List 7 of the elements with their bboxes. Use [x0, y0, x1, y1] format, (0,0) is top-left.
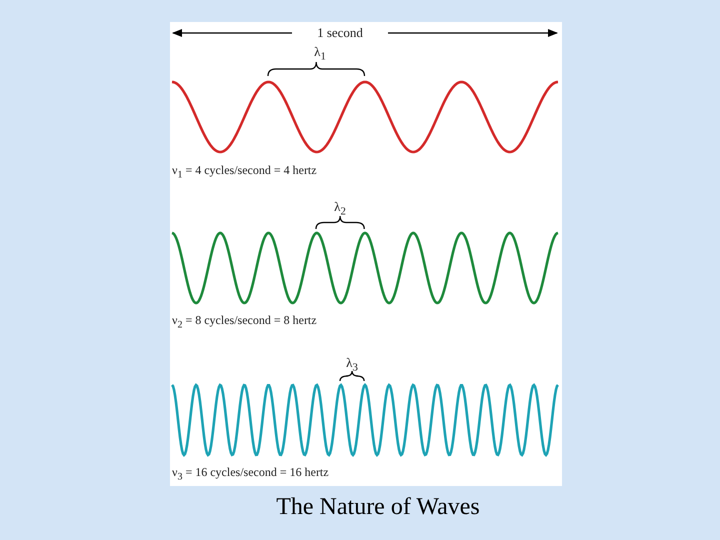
frequency-label: ν$_{3}$ = 16 cycles/second = 16 hertz [172, 466, 329, 482]
wavelength-label: λ$_{2}$ [334, 200, 346, 218]
frequency-label: ν$_{2}$ = 8 cycles/second = 8 hertz [172, 314, 317, 330]
wavelength-label: λ$_{1}$ [314, 45, 326, 62]
wavelength-label: λ$_{3}$ [346, 356, 358, 374]
frequency-label: ν$_{1}$ = 4 cycles/second = 4 hertz [172, 164, 317, 180]
caption: The Nature of Waves [276, 494, 480, 521]
